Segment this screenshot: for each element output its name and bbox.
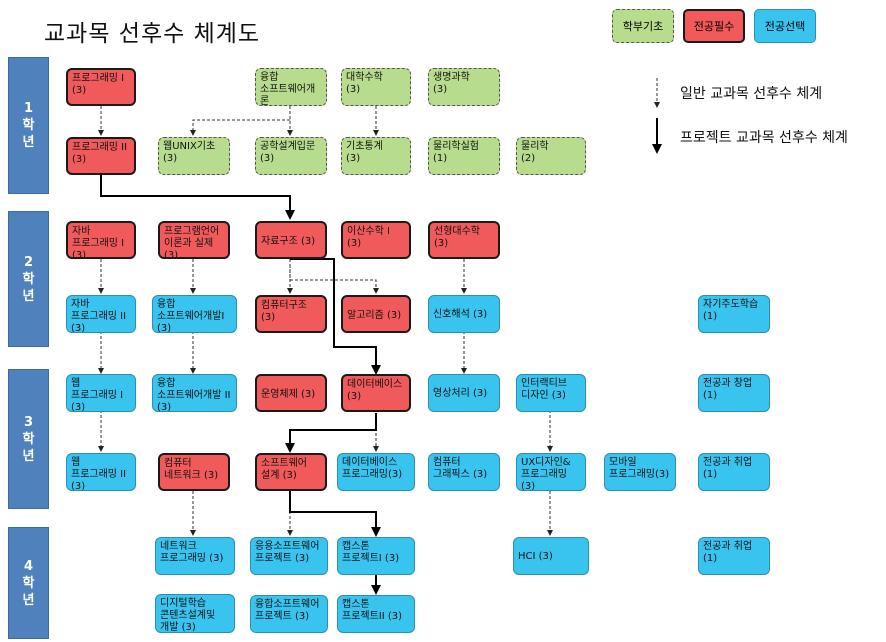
course-college-math: 대학수학 (3)	[341, 68, 411, 106]
legend-required: 전공필수	[683, 9, 745, 43]
course-ux-design: UX디자인& 프로그래밍(3)	[516, 453, 586, 491]
course-discrete-math: 이산수학 I (3)	[341, 221, 411, 259]
course-graphics: 컴퓨터 그래픽스 (3)	[428, 453, 500, 491]
course-digital-learning: 디지털학습 콘텐츠설계및 개발 (3)	[155, 594, 235, 633]
course-fusion-sw-project: 융합소프트웨어 프로젝트 (3)	[250, 595, 328, 633]
course-hci: HCI (3)	[513, 537, 589, 575]
course-major-startup: 전공과 창업 (1)	[698, 374, 770, 412]
course-computer-network: 컴퓨터 네트워크 (3)	[158, 453, 230, 491]
course-life-science: 생명과학 (3)	[428, 68, 500, 106]
course-basic-stats: 기초통계 (3)	[341, 137, 411, 175]
course-database: 데이터베이스 (3)	[341, 374, 411, 412]
course-fusion-swdev2: 융합 소프트웨어개발 II (3)	[152, 374, 237, 412]
course-data-structures: 자료구조 (3)	[255, 221, 327, 259]
course-algorithm: 알고리즘 (3)	[341, 295, 411, 333]
legend-project-text: 프로젝트 교과목 선후수 체계	[680, 130, 848, 146]
course-fusion-swdev1: 융합 소프트웨어개발I (3)	[152, 295, 237, 333]
course-web-unix: 웹UNIX기초 (3)	[158, 137, 230, 175]
course-image-processing: 영상처리 (3)	[428, 374, 500, 412]
course-capstone2: 캡스톤 프로젝트II (3)	[337, 595, 415, 633]
legend-basic-label: 학부기초	[622, 20, 664, 33]
legend-general-text: 일반 교과목 선후수 체계	[680, 86, 823, 102]
course-prog1: 프로그래밍 I (3)	[66, 68, 136, 106]
course-self-study: 자기주도학습 (1)	[698, 295, 770, 333]
course-capstone1: 캡스톤 프로젝트I (3)	[337, 537, 415, 575]
course-network-programming: 네트워크 프로그래밍 (3)	[155, 537, 235, 575]
course-computer-architecture: 컴퓨터구조 (3)	[255, 295, 327, 333]
course-plt: 프로그램언어 이론과 실제 (3)	[158, 221, 230, 259]
course-physics: 물리학 (2)	[516, 137, 586, 175]
course-interactive-design: 인터랙티브 디자인 (3)	[516, 374, 586, 412]
course-java1: 자바 프로그래밍 I (3)	[66, 221, 136, 259]
course-software-design: 소프트웨어 설계 (3)	[255, 453, 327, 491]
legend-required-label: 전공필수	[693, 20, 735, 33]
course-java2: 자바 프로그래밍 II (3)	[66, 295, 136, 333]
course-os: 운영체제 (3)	[255, 374, 327, 412]
course-eng-design-intro: 공학설계입문 (3)	[255, 137, 327, 175]
legend-elective-label: 전공선택	[764, 20, 806, 33]
course-major-employment-3: 전공과 취업 (1)	[698, 453, 770, 491]
course-linear-algebra: 선형대수학 (3)	[428, 221, 500, 259]
course-db-programming: 데이터베이스 프로그래밍(3)	[337, 453, 415, 491]
legend-elective: 전공선택	[754, 9, 816, 43]
course-web-prog2: 웹 프로그래밍 II (3)	[66, 453, 136, 491]
course-web-prog1: 웹 프로그래밍 I (3)	[66, 374, 136, 412]
course-physics-lab: 물리학실험 (1)	[428, 137, 500, 175]
page-title: 교과목 선후수 체계도	[44, 21, 261, 47]
course-fusion-sw-intro: 융합 소프트웨어개론 (3)	[255, 68, 327, 106]
course-prog2: 프로그래밍 II (3)	[66, 137, 136, 175]
course-mobile-programming: 모바일 프로그래밍(3)	[604, 453, 676, 491]
course-app-sw-project: 응용소프트웨어 프로젝트 (3)	[250, 537, 328, 575]
course-signal-processing: 신호해석 (3)	[428, 295, 500, 333]
legend-basic: 학부기초	[612, 9, 674, 43]
course-major-employment-4: 전공과 취업 (1)	[698, 537, 770, 575]
